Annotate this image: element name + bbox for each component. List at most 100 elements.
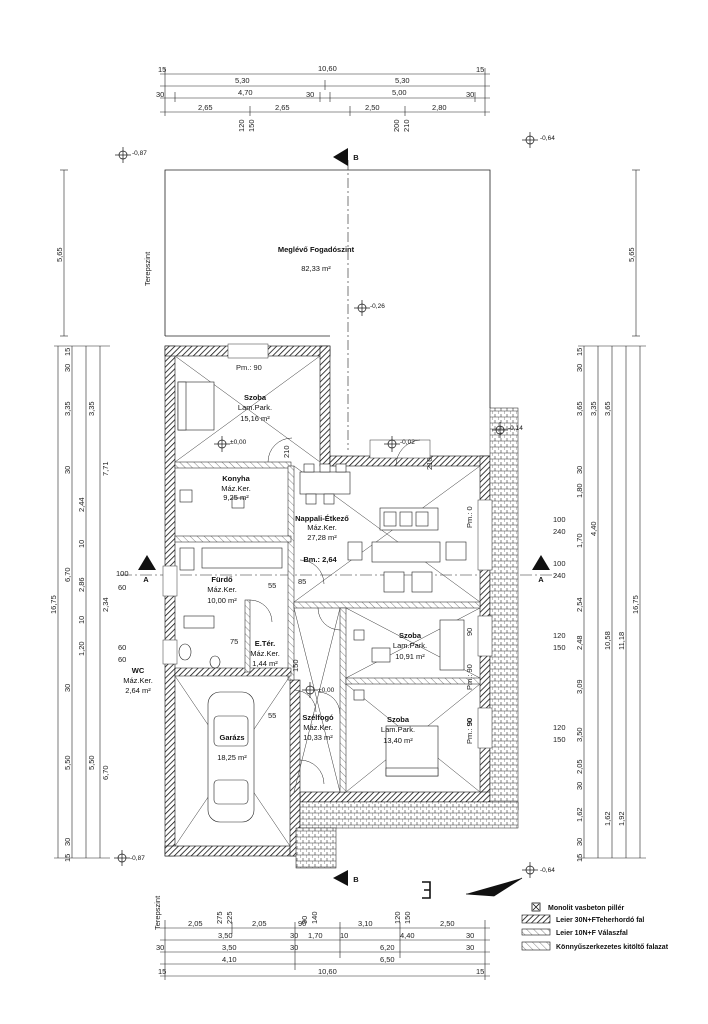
svg-text:100: 100 bbox=[553, 559, 566, 568]
svg-text:2,54: 2,54 bbox=[575, 597, 584, 612]
svg-text:140: 140 bbox=[310, 911, 319, 924]
szelfogo-area: 10,33 m² bbox=[303, 733, 333, 742]
svg-text:30: 30 bbox=[156, 943, 164, 952]
level-2: -0,64 bbox=[540, 135, 555, 142]
bottom-edge-right: 15 bbox=[476, 967, 484, 976]
terrain-label-bottom: Terepszint bbox=[153, 895, 162, 930]
svg-text:3,35: 3,35 bbox=[87, 401, 96, 416]
door-210-a: 210 bbox=[282, 445, 291, 458]
top-total: 10,60 bbox=[318, 64, 337, 73]
section-a-left-arrow bbox=[138, 555, 156, 570]
top-r3-a: 2,65 bbox=[198, 103, 213, 112]
level-6: -0,14 bbox=[508, 425, 523, 432]
right-inner-dims: 15 30 3,65 30 1,80 1,70 2,54 2,48 3,09 3… bbox=[575, 348, 584, 862]
top-r3-b: 2,65 bbox=[275, 103, 290, 112]
top-r3-c: 2,50 bbox=[365, 103, 380, 112]
svg-text:6,50: 6,50 bbox=[380, 955, 395, 964]
bottom-r1: 4,10 6,50 bbox=[222, 955, 395, 964]
right-sub-dims: 3,35 3,65 4,40 10,58 11,18 1,92 1,62 bbox=[589, 401, 626, 826]
svg-text:5,50: 5,50 bbox=[87, 755, 96, 770]
bottom-r3: 3,50 30 1,70 10 4,40 30 bbox=[218, 931, 474, 940]
svg-text:150: 150 bbox=[403, 911, 412, 924]
wc-area: 2,64 m² bbox=[125, 686, 151, 695]
left-openings: 100 60 60 60 bbox=[116, 569, 129, 664]
kitchen-stove bbox=[179, 489, 193, 503]
bottom-edge-left: 15 bbox=[158, 967, 166, 976]
svg-text:90: 90 bbox=[298, 919, 306, 928]
konyha-floor: Máz.Ker. bbox=[221, 484, 251, 493]
svg-text:60: 60 bbox=[118, 583, 126, 592]
bathroom-wc-bowl bbox=[209, 655, 221, 669]
shower bbox=[179, 547, 195, 571]
nappali-floor: Máz.Ker. bbox=[307, 523, 337, 532]
left-dimensions bbox=[54, 169, 110, 859]
room-labels: Szoba Lam.Park. 15,16 m² Konyha Máz.Ker.… bbox=[123, 393, 427, 762]
level-marks bbox=[114, 132, 538, 878]
svg-text:11,18: 11,18 bbox=[617, 632, 626, 650]
svg-text:2,86: 2,86 bbox=[77, 577, 86, 592]
top-r3-d: 2,80 bbox=[432, 103, 447, 112]
level-3: -0,26 bbox=[370, 303, 385, 310]
pm90c-label: Pm.: 90 bbox=[465, 718, 474, 744]
level-1: -0,87 bbox=[132, 150, 147, 157]
section-b-top-label: B bbox=[353, 153, 359, 162]
pm90-label: Pm.: 90 bbox=[236, 363, 262, 372]
dim-75: 75 bbox=[230, 637, 238, 646]
svg-text:3,50: 3,50 bbox=[222, 943, 237, 952]
szoba2-area: 10,91 m² bbox=[395, 652, 425, 661]
section-a-right-label: A bbox=[538, 575, 544, 584]
left-outer-a: 5,65 bbox=[55, 247, 64, 262]
dim-55-b: 55 bbox=[268, 711, 276, 720]
svg-text:60: 60 bbox=[118, 643, 126, 652]
szoba3-name: Szoba bbox=[387, 715, 410, 724]
furdo-floor: Máz.Ker. bbox=[207, 585, 237, 594]
bottom-r2: 30 3,50 30 6,20 30 bbox=[156, 943, 474, 952]
konyha-area: 9,25 m² bbox=[223, 493, 249, 502]
svg-text:2,44: 2,44 bbox=[77, 497, 86, 512]
svg-text:6,70: 6,70 bbox=[63, 567, 72, 582]
legend-light-wall-icon bbox=[521, 941, 551, 951]
terrain-label-top: Terepszint bbox=[143, 251, 152, 286]
svg-text:3,35: 3,35 bbox=[63, 401, 72, 416]
svg-text:4,40: 4,40 bbox=[589, 521, 598, 536]
legend-1: Monolit vasbeton pillér bbox=[548, 905, 625, 912]
svg-text:30: 30 bbox=[290, 943, 298, 952]
svg-text:3,65: 3,65 bbox=[603, 401, 612, 416]
left-inner-dims: 15 30 3,35 30 2,44 10 2,86 10 1,20 30 5,… bbox=[63, 348, 86, 862]
svg-text:150: 150 bbox=[553, 643, 566, 652]
svg-text:6,70: 6,70 bbox=[101, 765, 110, 780]
svg-text:30: 30 bbox=[63, 364, 72, 372]
svg-text:3,65: 3,65 bbox=[575, 401, 584, 416]
svg-text:1,62: 1,62 bbox=[603, 811, 612, 826]
svg-text:1,70: 1,70 bbox=[575, 533, 584, 548]
svg-text:3,35: 3,35 bbox=[589, 401, 598, 416]
legend-4: Könnyűszerkezetes kitöltő falazat bbox=[556, 944, 669, 951]
legend: Monolit vasbeton pillér Leier 30N+FTeher… bbox=[521, 902, 669, 951]
bed-3 bbox=[385, 725, 439, 777]
top-r2-c: 30 bbox=[306, 90, 314, 99]
level-7: ±0,00 bbox=[318, 687, 335, 694]
bm-label: Bm.: 2,64 bbox=[303, 555, 337, 564]
legend-2: Leier 30N+FTeherhordó fal bbox=[556, 917, 644, 924]
svg-text:30: 30 bbox=[290, 931, 298, 940]
right-openings: 100 240 100 240 120 150 120 150 bbox=[553, 515, 566, 744]
svg-text:5,50: 5,50 bbox=[63, 755, 72, 770]
svg-text:90: 90 bbox=[300, 916, 309, 924]
nappali-name: Nappali-Étkező bbox=[295, 514, 349, 523]
svg-text:6,20: 6,20 bbox=[380, 943, 395, 952]
legend-bearing-wall-icon bbox=[521, 914, 551, 924]
svg-text:1,80: 1,80 bbox=[575, 483, 584, 498]
svg-text:30: 30 bbox=[466, 931, 474, 940]
dim-85: 85 bbox=[298, 577, 306, 586]
kitchen-sink bbox=[231, 497, 245, 509]
bottom-r4: 2,05 2,05 90 3,10 2,50 bbox=[188, 919, 455, 928]
svg-text:10,58: 10,58 bbox=[603, 631, 612, 650]
bottom-total: 10,60 bbox=[318, 967, 337, 976]
fogado-area-value: 82,33 m² bbox=[301, 264, 331, 273]
svg-text:240: 240 bbox=[553, 527, 566, 536]
svg-text:100: 100 bbox=[116, 569, 129, 578]
svg-text:2,05: 2,05 bbox=[188, 919, 203, 928]
right-outer-b: 16,75 bbox=[631, 595, 640, 614]
svg-text:240: 240 bbox=[553, 571, 566, 580]
level-9: -0,64 bbox=[540, 867, 555, 874]
